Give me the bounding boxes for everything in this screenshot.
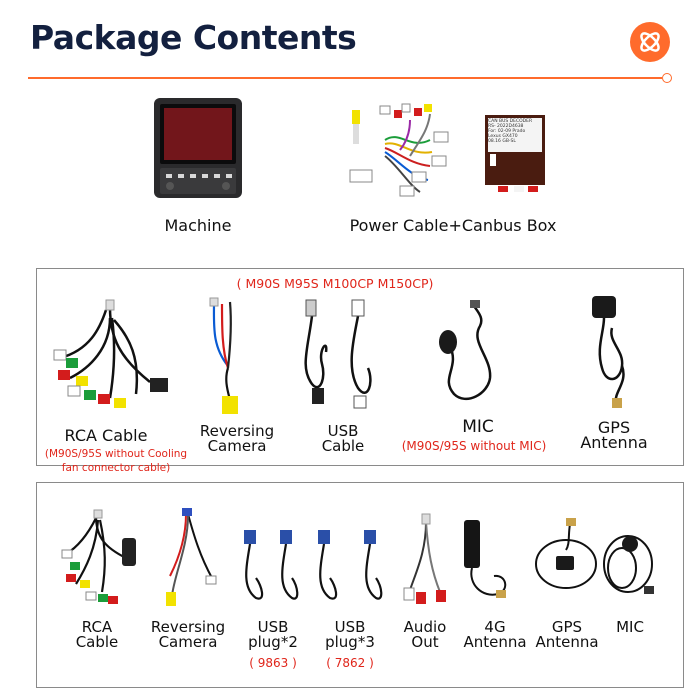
audio-out-image <box>403 513 446 604</box>
page-title: Package Contents <box>30 18 357 57</box>
header-divider <box>28 77 662 79</box>
power-cable-canbus-label: Power Cable+Canbus Box <box>349 216 557 235</box>
usb-cable-image <box>304 299 372 409</box>
rca-cable-note: (M90S/95S without Cooling fan connector … <box>44 448 188 474</box>
accessory-box-1 <box>36 268 684 466</box>
audio-out-label: Audio Out <box>403 618 447 651</box>
canbus-box-image <box>485 115 545 192</box>
usb-plug-3-image <box>318 530 383 600</box>
gps-antenna-2-label: GPS Antenna <box>535 618 599 651</box>
mic-note: (M90S/95S without MIC) <box>401 439 547 453</box>
mic-image <box>439 300 492 401</box>
4g-antenna-image <box>464 520 507 598</box>
power-cable-image <box>349 103 449 197</box>
machine-image <box>154 98 242 198</box>
canbus-box-label: CAN BUS DECODER RS- 2022D4638 For: 02-09… <box>488 119 533 144</box>
reversing-camera-2-image <box>166 508 217 606</box>
usb-plug-2-code: ( 9863 ) <box>249 656 297 670</box>
reversing-camera-2-label: Reversing Camera <box>150 618 226 651</box>
brand-logo-icon <box>630 22 670 62</box>
rca-cable-label: RCA Cable <box>64 426 148 445</box>
rca-cable-image <box>53 299 168 408</box>
rca-cable-2-image <box>61 509 136 604</box>
4g-antenna-label: 4G Antenna <box>463 618 527 651</box>
reversing-camera-label: Reversing Camera <box>199 422 275 455</box>
model-list-note: ( M90S M95S M100CP M150CP) <box>236 276 434 291</box>
reversing-camera-cable-image <box>209 297 238 414</box>
gps-antenna-label: GPS Antenna <box>580 418 648 452</box>
gps-antenna-2-image <box>535 518 597 589</box>
usb-plug-3-code: ( 7862 ) <box>326 656 374 670</box>
mic-2-image <box>603 535 654 594</box>
mic-label: MIC <box>462 417 494 437</box>
gps-antenna-image <box>592 296 625 408</box>
usb-plug-2-image <box>244 530 299 600</box>
usb-plug-3-label: USB plug*3 <box>325 618 375 651</box>
rca-cable-2-label: RCA Cable <box>75 618 119 651</box>
usb-cable-label: USB Cable <box>321 422 365 455</box>
machine-label: Machine <box>164 216 232 235</box>
mic-2-label: MIC <box>616 618 644 636</box>
header-divider-dot <box>662 73 672 83</box>
usb-plug-2-label: USB plug*2 <box>248 618 298 651</box>
accessory-box-2 <box>36 482 684 688</box>
